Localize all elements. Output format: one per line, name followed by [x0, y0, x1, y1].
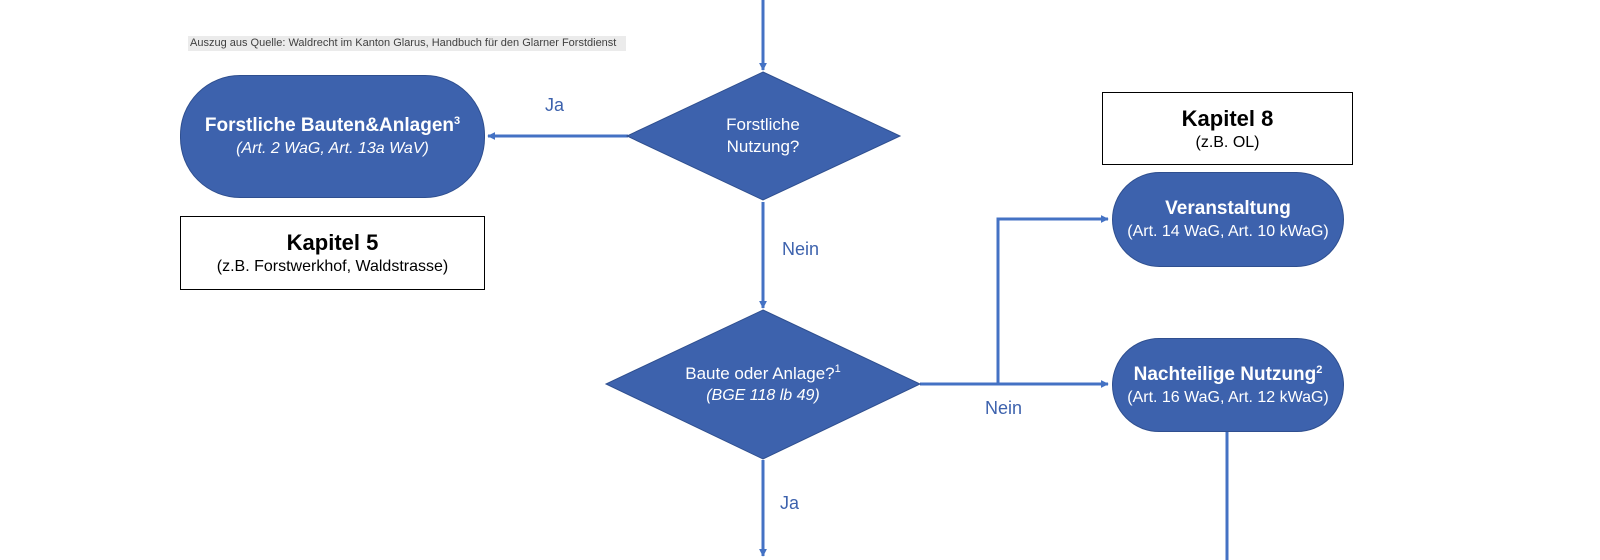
forstliche-bauten-subtitle: (Art. 2 WaG, Art. 13a WaV) — [236, 140, 429, 157]
forstliche-bauten-title: Forstliche Bauten&Anlagen — [204, 115, 455, 136]
nachteilige-subtitle: (Art. 16 WaG, Art. 12 kWaG) — [1127, 388, 1329, 406]
baute-anlage-line2: (BGE 118 lb 49) — [706, 386, 820, 404]
footnote-3: 3 — [454, 115, 461, 127]
terminal-forstliche-bauten: Forstliche Bauten&Anlagen3 (Art. 2 WaG, … — [180, 75, 485, 198]
edge-label-ja-top: Ja — [545, 95, 565, 115]
forstliche-nutzung-line1: Forstliche — [726, 115, 800, 134]
box-kapitel-5: Kapitel 5 (z.B. Forstwerkhof, Waldstrass… — [180, 216, 485, 290]
decision-forstliche-nutzung-shape — [625, 71, 902, 201]
terminal-nachteilige-nutzung: Nachteilige Nutzung2 (Art. 16 WaG, Art. … — [1112, 338, 1344, 432]
kapitel-8-sub: (z.B. OL) — [1195, 133, 1260, 151]
decision-baute-anlage-shape — [604, 309, 922, 460]
kapitel-5-heading: Kapitel 5 — [286, 230, 379, 255]
edge-label-nein-mid: Nein — [782, 239, 820, 259]
kapitel-8-heading: Kapitel 8 — [1181, 105, 1274, 131]
decision-baute-anlage: Baute oder Anlage?1 (BGE 118 lb 49) — [643, 360, 883, 408]
edge-label-ja-bottom: Ja — [780, 493, 800, 513]
footnote-1: 1 — [834, 362, 841, 375]
terminal-veranstaltung: Veranstaltung (Art. 14 WaG, Art. 10 kWaG… — [1112, 172, 1344, 267]
baute-anlage-line1: Baute oder Anlage? — [685, 363, 835, 383]
box-kapitel-8: Kapitel 8 (z.B. OL) — [1102, 92, 1353, 165]
kapitel-5-sub: (z.B. Forstwerkhof, Waldstrasse) — [216, 258, 449, 275]
footnote-2: 2 — [1316, 363, 1323, 376]
veranstaltung-subtitle: (Art. 14 WaG, Art. 10 kWaG) — [1127, 223, 1329, 240]
arrow-baute-to-veranstaltung — [996, 215, 1109, 384]
nachteilige-title: Nachteilige Nutzung — [1133, 363, 1317, 385]
edge-label-nein-right: Nein — [985, 398, 1023, 418]
source-note: Auszug aus Quelle: Waldrecht im Kanton G… — [188, 36, 627, 51]
forstliche-nutzung-line2: Nutzung? — [726, 137, 800, 156]
veranstaltung-title: Veranstaltung — [1165, 198, 1291, 219]
decision-forstliche-nutzung: Forstliche Nutzung? — [663, 110, 863, 162]
